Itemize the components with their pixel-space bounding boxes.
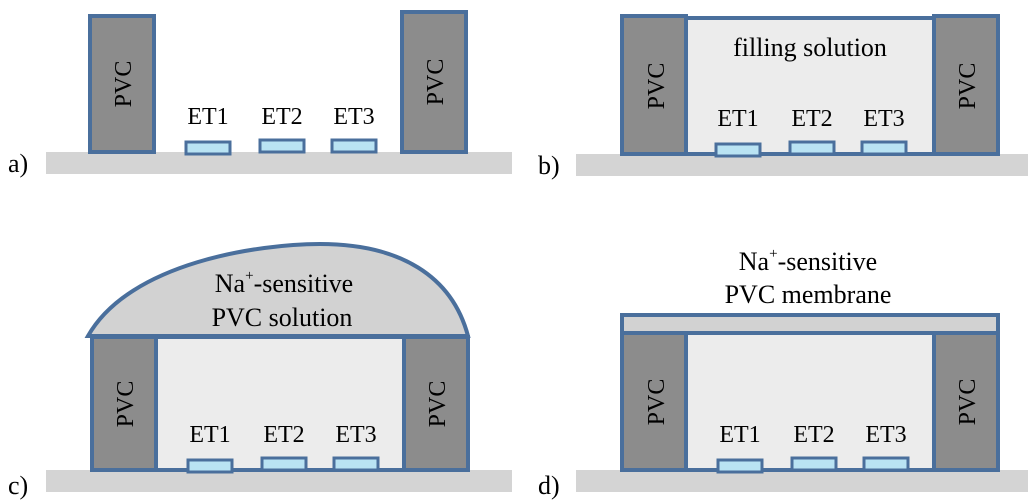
- electrode-et3: [862, 456, 910, 472]
- pvc-solution-dome: [84, 241, 471, 338]
- dome-label-superscript: +: [245, 268, 253, 284]
- substrate: [576, 470, 1028, 492]
- substrate: [46, 152, 512, 174]
- electrode-et2: [788, 140, 836, 156]
- electrode-et3: [860, 140, 908, 156]
- pvc-label-left: PVC: [113, 381, 139, 428]
- membrane-label-superscript: +: [769, 246, 777, 262]
- membrane-label-prefix: Na: [739, 247, 770, 276]
- filling-solution-label: filling solution: [733, 33, 887, 62]
- pvc-wall-right: [402, 335, 470, 472]
- filling-solution-region: [154, 335, 408, 472]
- electrode-et2: [258, 138, 306, 154]
- pvc-wall-right: [932, 331, 1000, 472]
- electrode-label-et3: ET3: [333, 104, 374, 130]
- membrane-label-line2: PVC membrane: [725, 280, 892, 309]
- electrode-et1: [716, 458, 764, 474]
- electrode-label-et2: ET2: [791, 106, 832, 132]
- panel-c: c) PVC PVC Na+-sensitive PVC solution ET…: [8, 241, 512, 500]
- substrate: [576, 154, 1028, 176]
- electrode-label-et2: ET2: [263, 422, 304, 448]
- electrode-label-et1: ET1: [717, 106, 758, 132]
- substrate: [46, 470, 512, 492]
- panel-d: d) PVC PVC Na+-sensitive PVC membrane ET…: [538, 246, 1028, 500]
- panel-letter: b): [538, 151, 560, 180]
- electrode-et2: [790, 456, 838, 472]
- electrode-label-et2: ET2: [261, 104, 302, 130]
- pvc-membrane: [620, 313, 1000, 335]
- panel-a: a) PVC PVC ET1 ET2 ET3: [8, 10, 512, 178]
- electrode-et1: [184, 140, 232, 156]
- panel-letter: a): [8, 149, 28, 178]
- electrode-label-et1: ET1: [187, 104, 228, 130]
- electrode-label-et3: ET3: [335, 422, 376, 448]
- pvc-wall-right: [400, 10, 468, 154]
- pvc-label-right: PVC: [955, 63, 981, 110]
- electrode-label-et3: ET3: [865, 422, 906, 448]
- pvc-wall-left: [620, 14, 688, 156]
- pvc-label-left: PVC: [111, 61, 137, 108]
- pvc-label-right: PVC: [955, 379, 981, 426]
- panel-letter: d): [538, 471, 560, 500]
- electrode-et1: [714, 142, 762, 158]
- electrode-label-et3: ET3: [863, 106, 904, 132]
- pvc-label-right: PVC: [423, 59, 449, 106]
- pvc-label-left: PVC: [644, 63, 670, 110]
- panel-b: b) PVC PVC filling solution ET1 ET2 ET3: [538, 14, 1028, 180]
- panel-letter: c): [8, 471, 28, 500]
- electrode-label-et2: ET2: [793, 422, 834, 448]
- pvc-wall-right: [932, 14, 1000, 156]
- pvc-wall-left: [620, 331, 688, 472]
- pvc-wall-left: [90, 335, 158, 472]
- electrode-et2: [260, 456, 308, 472]
- dome-label-suffix: -sensitive: [254, 269, 354, 298]
- electrode-et1: [186, 458, 234, 474]
- electrode-label-et1: ET1: [189, 422, 230, 448]
- dome-label-line1: Na+-sensitive: [215, 268, 353, 298]
- pvc-label-left: PVC: [644, 379, 670, 426]
- electrode-et3: [332, 456, 380, 472]
- electrode-et3: [330, 138, 378, 154]
- dome-label-line2: PVC solution: [212, 303, 353, 332]
- membrane-label-suffix: -sensitive: [778, 247, 878, 276]
- filling-solution-region: [684, 331, 938, 472]
- dome-label-prefix: Na: [215, 269, 246, 298]
- pvc-label-right: PVC: [425, 381, 451, 428]
- pvc-wall-left: [88, 14, 156, 154]
- electrode-label-et1: ET1: [719, 422, 760, 448]
- membrane-label-line1: Na+-sensitive: [739, 246, 877, 276]
